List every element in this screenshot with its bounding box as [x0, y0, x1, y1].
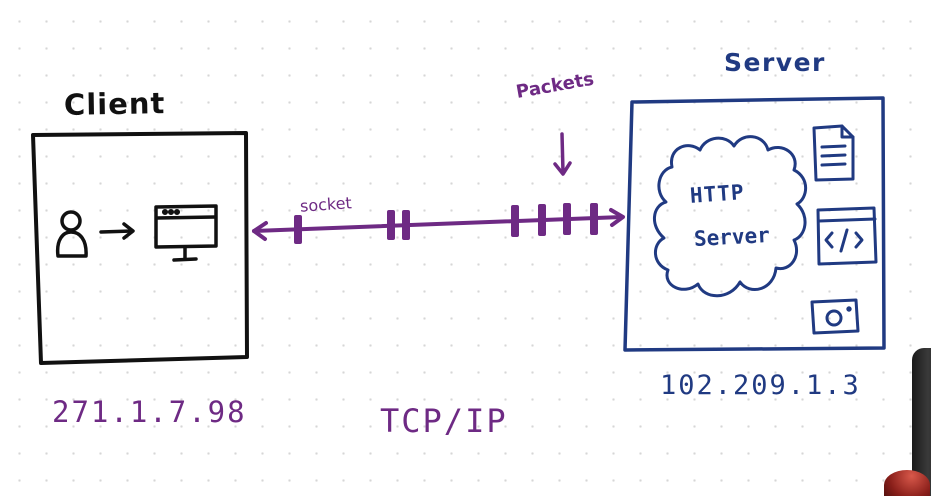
code-window-icon [816, 206, 878, 266]
packet-bar [402, 210, 410, 240]
microphone-image [912, 348, 931, 496]
server-ip-address: 102.209.1.3 [660, 370, 861, 401]
http-server-label-line1: HTTP [689, 180, 746, 208]
user-icon [55, 210, 88, 258]
monitor-icon [154, 204, 218, 262]
packet-bar [563, 203, 571, 235]
http-server-label-line2: Server [693, 223, 771, 251]
http-server-cloud [653, 135, 808, 298]
packet-bar [294, 215, 302, 244]
client-box [31, 131, 249, 365]
packet-bar [538, 204, 546, 236]
packet-bar [590, 203, 598, 235]
drive-icon [810, 298, 860, 335]
server-title: Server [724, 48, 826, 77]
protocol-label: TCP/IP [380, 402, 508, 440]
packets-pointer-arrow [553, 132, 572, 176]
server-box [623, 96, 886, 352]
arrow-right-icon [99, 222, 135, 240]
microphone-stand-image [884, 470, 930, 496]
document-icon [812, 124, 855, 182]
socket-label: socket [299, 193, 353, 216]
packet-bars [294, 203, 598, 244]
packet-bar [511, 205, 519, 237]
packet-bar [387, 210, 395, 240]
client-title: Client [63, 86, 166, 122]
client-ip-address: 271.1.7.98 [52, 395, 247, 429]
